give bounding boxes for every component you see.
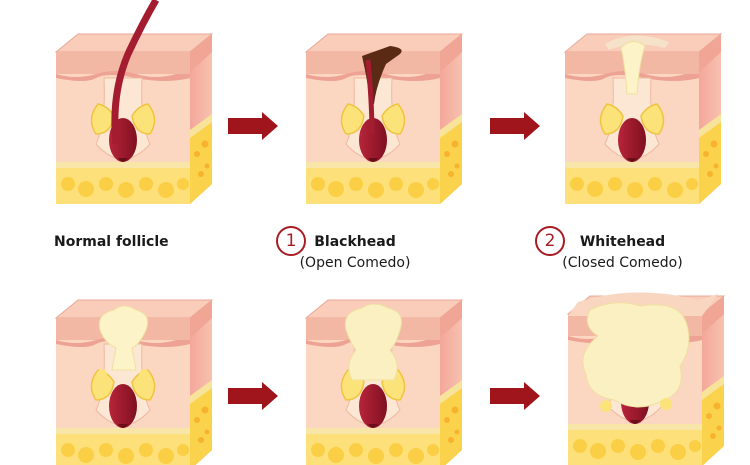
skin-block-blackhead [305,33,463,205]
skin-block-whitehead [564,33,722,205]
sebum-plug [620,41,646,95]
right-arrow-icon [228,382,278,410]
cyst-mass [582,302,690,408]
skin-block-cyst [567,292,725,465]
arrow-2 [490,112,540,140]
skin-block-pustule [305,299,463,465]
right-arrow-icon [490,382,540,410]
right-arrow-icon [228,112,278,140]
arrow-1 [228,112,278,140]
step-number-2: 2 [535,226,565,256]
label-normal-follicle: Normal follicle [54,234,169,250]
sebum-mass [98,305,149,371]
pus-mass [344,303,402,381]
right-arrow-icon [490,112,540,140]
label-whitehead: Whitehead (Closed Comedo) [562,234,683,271]
label-blackhead: Blackhead (Open Comedo) [299,234,411,271]
hair-shaft [111,0,160,145]
skin-block-papule [55,299,213,465]
step-number-1: 1 [276,226,306,256]
arrow-3 [228,382,278,410]
skin-block-normal [55,0,213,205]
arrow-4 [490,382,540,410]
